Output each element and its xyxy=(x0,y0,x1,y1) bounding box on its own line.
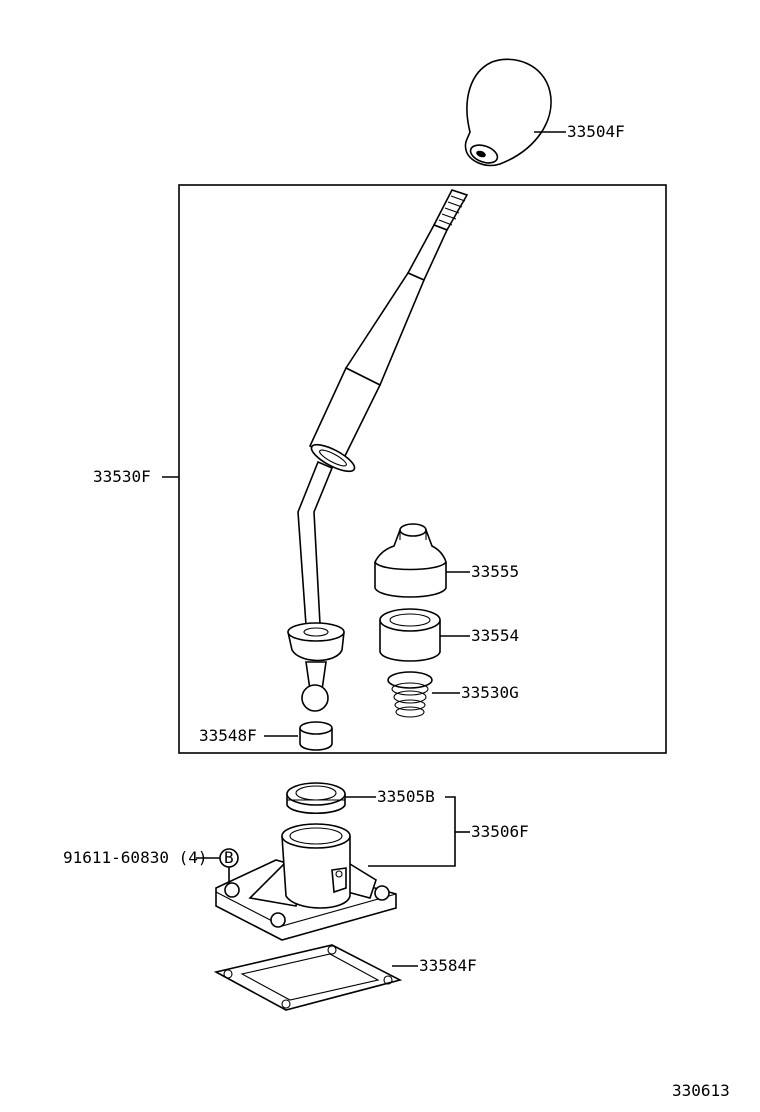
seat-part xyxy=(299,721,333,751)
leader-bracket xyxy=(368,796,456,867)
gasket-part xyxy=(213,944,403,1011)
boot-part xyxy=(374,523,447,598)
label-lever-assembly: 33530F xyxy=(93,467,151,486)
lever-assembly-box xyxy=(178,184,667,754)
seal-part xyxy=(286,782,346,814)
shift-lever xyxy=(287,189,469,712)
figure-code: 330613 xyxy=(672,1081,730,1100)
bushing-part xyxy=(379,608,441,662)
label-seat: 33548F xyxy=(199,726,257,745)
spring-part xyxy=(387,671,433,718)
label-bushing: 33554 xyxy=(471,626,519,645)
label-spring: 33530G xyxy=(461,683,519,702)
bolt-marker-letter: B xyxy=(224,848,234,867)
label-gasket: 33584F xyxy=(419,956,477,975)
label-knob: 33504F xyxy=(567,122,625,141)
retainer-part xyxy=(215,823,397,941)
label-bolt: 91611-60830 (4) xyxy=(63,848,208,867)
label-boot: 33555 xyxy=(471,562,519,581)
shift-knob xyxy=(464,58,552,167)
label-seal: 33505B xyxy=(377,787,435,806)
label-retainer: 33506F xyxy=(471,822,529,841)
